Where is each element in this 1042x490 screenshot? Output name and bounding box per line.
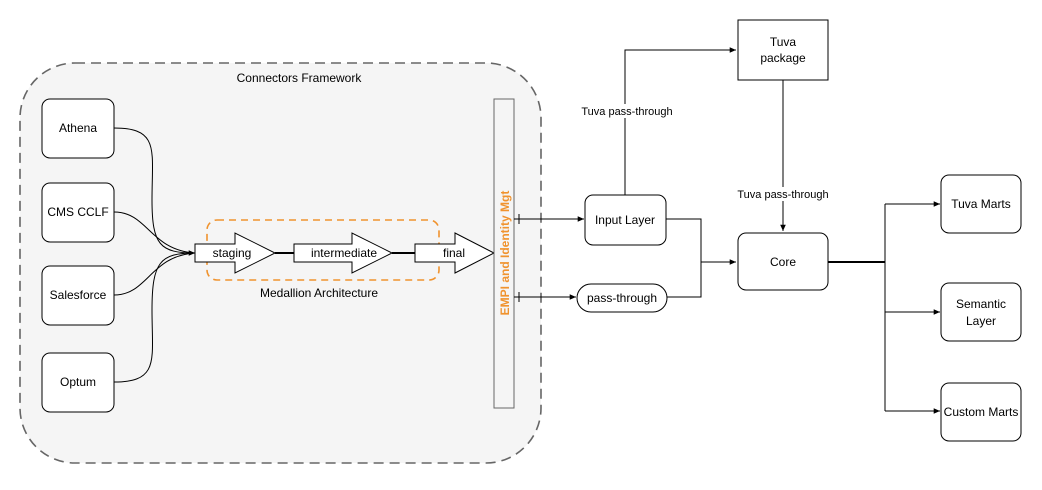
- output-semantic-layer: Semantic Layer: [940, 282, 1022, 342]
- input-layer: Input Layer: [584, 194, 667, 246]
- framework-label: Connectors Framework: [237, 71, 363, 85]
- source-optum-label: Optum: [60, 375, 96, 389]
- core-label: Core: [770, 255, 796, 269]
- edge-salesforce-staging: [113, 252, 196, 296]
- pass-through-node: pass-through: [576, 283, 668, 313]
- output-custom-marts: Custom Marts: [940, 382, 1022, 442]
- edge-label-bg-mid: [734, 187, 832, 201]
- pass-through-label: pass-through: [587, 291, 657, 305]
- source-optum: Optum: [41, 352, 115, 413]
- empi-identity-mgt: EMPI and Identity Mgt: [493, 98, 515, 409]
- stage-staging: staging: [194, 232, 277, 274]
- edge-input-tuva-package: [624, 47, 736, 195]
- edge-label-bg-top: [578, 104, 676, 118]
- source-athena: Athena: [41, 98, 115, 159]
- tuva-package-line1: Tuva: [770, 35, 797, 49]
- edge-athena-staging: [113, 127, 196, 256]
- output-semantic-layer-line1: Semantic: [956, 297, 1006, 311]
- stage-final: final: [414, 232, 496, 274]
- source-salesforce: Salesforce: [41, 265, 115, 326]
- output-tuva-marts-label: Tuva Marts: [951, 197, 1011, 211]
- empi-label: EMPI and Identity Mgt: [498, 191, 512, 316]
- stage-intermediate-label: intermediate: [311, 246, 377, 260]
- input-layer-label: Input Layer: [595, 213, 655, 227]
- medallion-label: Medallion Architecture: [260, 286, 378, 300]
- edge-cms-staging: [113, 211, 196, 254]
- edge-pass-core: [667, 262, 702, 298]
- source-athena-label: Athena: [59, 121, 97, 135]
- edge-input-core: [666, 218, 736, 265]
- edge-optum-staging: [113, 252, 196, 383]
- source-cms-cclf-label: CMS CCLF: [47, 205, 108, 219]
- stage-final-label: final: [443, 246, 465, 260]
- output-semantic-layer-line2: Layer: [966, 314, 996, 328]
- tuva-package: Tuva package: [737, 19, 829, 81]
- output-custom-marts-label: Custom Marts: [944, 405, 1019, 419]
- stage-staging-label: staging: [213, 246, 252, 260]
- source-cms-cclf: CMS CCLF: [41, 182, 115, 243]
- edge-label-tuva-pass-mid: Tuva pass-through: [737, 189, 828, 201]
- output-tuva-marts: Tuva Marts: [940, 174, 1022, 234]
- tuva-package-line2: package: [760, 51, 806, 65]
- core-node: Core: [737, 232, 829, 291]
- edge-label-tuva-pass-top: Tuva pass-through: [581, 106, 672, 118]
- source-salesforce-label: Salesforce: [50, 288, 107, 302]
- stage-intermediate: intermediate: [293, 232, 394, 274]
